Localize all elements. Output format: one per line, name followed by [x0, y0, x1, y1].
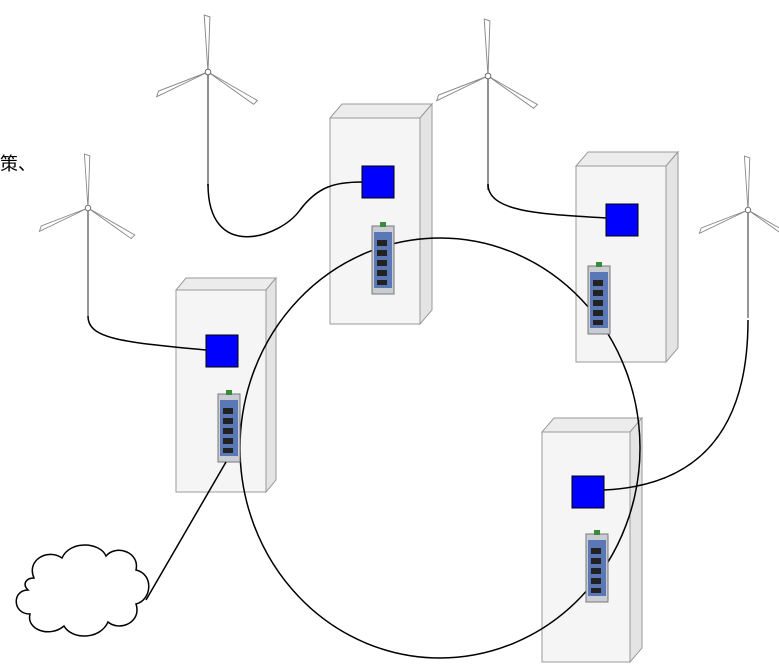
turbine-cable-4: [603, 319, 749, 491]
controller-box-icon: [571, 475, 605, 509]
wind-turbine-icon: [698, 155, 779, 319]
caption-text: 策、: [0, 154, 36, 175]
controller-box-icon: [605, 203, 639, 237]
ethernet-switch-icon: [587, 261, 611, 335]
turbine-cable-1: [87, 315, 207, 351]
ethernet-switch-icon: [371, 221, 395, 295]
controller-box-icon: [205, 334, 239, 368]
wind-turbine-icon: [155, 14, 259, 187]
ethernet-switch-icon: [217, 389, 241, 463]
ethernet-switch-icon: [585, 529, 609, 603]
turbine-cable-3: [487, 183, 607, 219]
controller-box-icon: [361, 165, 395, 199]
wind-turbine-icon: [38, 153, 136, 317]
uplink-cable: [145, 461, 227, 601]
turbine-cable-2: [207, 181, 363, 238]
wind-turbine-icon: [435, 18, 539, 191]
cabinet-2: [328, 102, 434, 326]
cloud-icon: [15, 544, 150, 637]
